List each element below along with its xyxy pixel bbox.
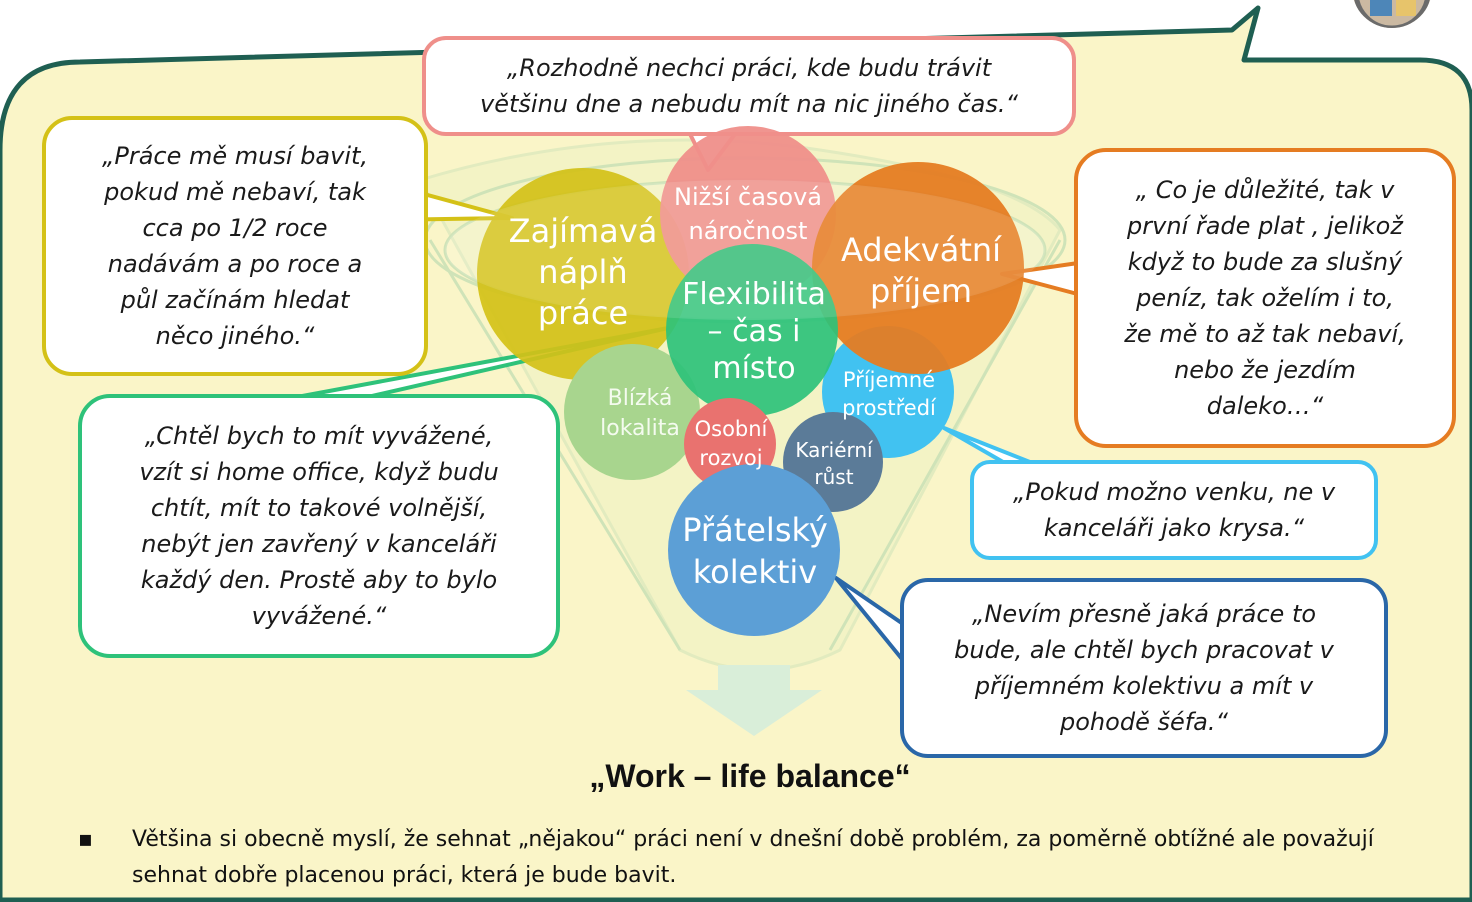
- funnel-rim-overlay: [445, 180, 1045, 320]
- quote-bubble-left-bottom: [78, 394, 560, 658]
- circle-pratelsky: [668, 464, 840, 636]
- quote-bubble-right-middle: [970, 460, 1378, 560]
- circle-blizka: [564, 344, 700, 480]
- quote-left-top: „Práce mě musí bavit, pokud mě nebaví, t…: [101, 142, 369, 350]
- circle-flexibilita: [666, 244, 838, 416]
- down-arrow-icon: [686, 665, 822, 736]
- factor-label-osobni: Osobní rozvoj: [694, 417, 768, 470]
- factor-label-adekvatni: Adekvátní příjem: [840, 231, 1002, 310]
- factor-label-nizsi: Nižší časová náročnost: [673, 183, 823, 245]
- factor-label-karierni: Kariérní růst: [795, 438, 873, 489]
- quote-right-top: „ Co je důležité, tak v první řade plat …: [1124, 176, 1406, 420]
- quote-right-bottom: „Nevím přesně jaká práce to bude, ale ch…: [954, 600, 1334, 736]
- circle-zajimava: [477, 168, 689, 380]
- summary-text: Většina si obecně myslí, že sehnat „něja…: [132, 827, 1374, 888]
- factor-label-flexibilita: Flexibilita – čas i místo: [682, 276, 826, 386]
- quote-bubble-right-top: [1074, 148, 1456, 448]
- quote-bubble-right-bottom: [900, 578, 1388, 758]
- quote-bubble-left-top: [42, 116, 428, 376]
- factor-label-pratelsky: Přátelský kolektiv: [682, 511, 828, 591]
- bullet-icon: ▪: [78, 827, 93, 852]
- quote-left-bottom: „Chtěl bych to mít vyvážené, vzít si hom…: [139, 422, 499, 630]
- factor-label-zajimava: Zajímavá náplň práce: [508, 211, 658, 332]
- factor-label-prijemne: Příjemné prostředí: [842, 368, 936, 420]
- quote-right-middle: „Pokud možno venku, ne v kanceláři jako …: [1012, 478, 1336, 542]
- quote-top: „Rozhodně nechci práci, kde budu trávit …: [480, 54, 1018, 118]
- circle-adekvatni: [812, 162, 1024, 374]
- balance-title: „Work – life balance“: [589, 758, 911, 794]
- factor-label-blizka: Blízká lokalita: [600, 386, 680, 441]
